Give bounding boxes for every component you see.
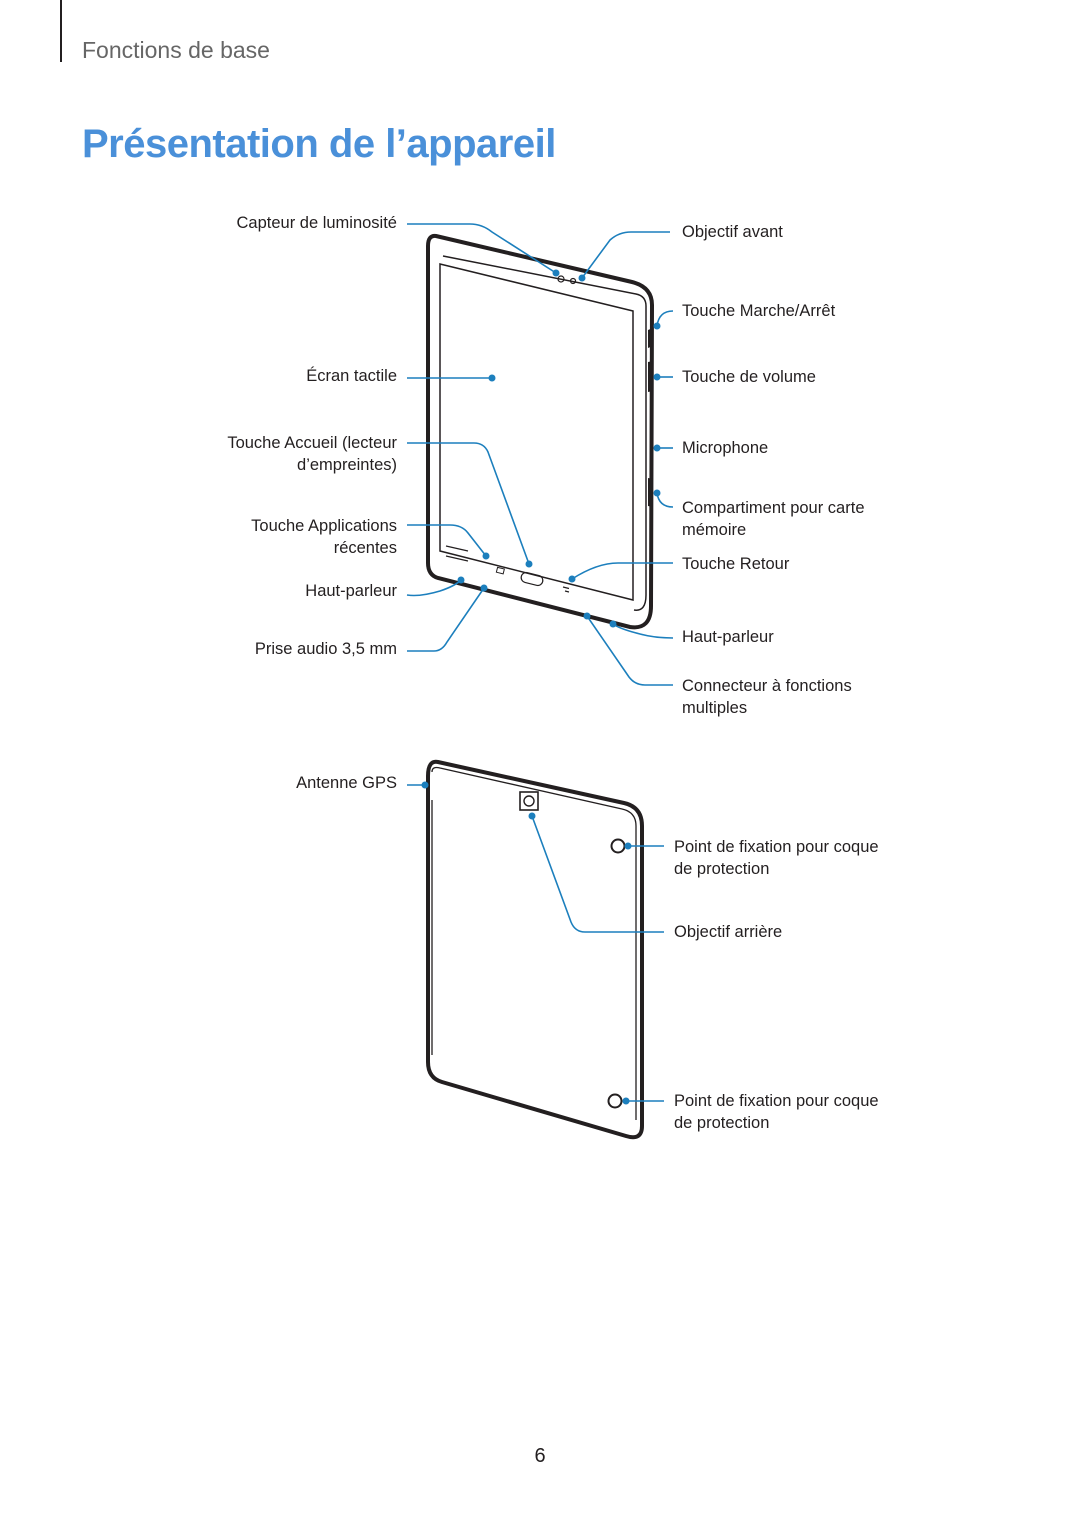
- leader-back-key: [571, 562, 673, 580]
- leader-multipurpose: [586, 615, 673, 686]
- tablet-back-illustration: [426, 759, 644, 1140]
- label-audio-jack: Prise audio 3,5 mm: [254, 640, 397, 658]
- label-multipurpose-jack: Connecteur à fonctions multiples: [682, 677, 852, 717]
- leader-speaker-right: [612, 623, 674, 639]
- leader-recent-apps: [407, 524, 487, 557]
- label-cover-point-top: Point de fixation pour coque de protecti…: [674, 838, 879, 878]
- label-rear-camera: Objectif arrière: [674, 923, 783, 941]
- leader-speaker-left: [406, 579, 462, 597]
- label-light-sensor: Capteur de luminosité: [236, 214, 397, 232]
- page-number: 6: [534, 1445, 546, 1467]
- front-leaders: [406, 223, 674, 686]
- header-rule: [60, 0, 62, 62]
- label-touchscreen: Écran tactile: [306, 367, 397, 385]
- label-home-key: Touche Accueil (lecteur d’empreintes): [227, 434, 397, 474]
- leader-home-key: [407, 442, 530, 565]
- label-front-camera: Objectif avant: [682, 223, 783, 241]
- back-leaders: [407, 781, 664, 1105]
- leader-audio-jack: [407, 587, 485, 652]
- leader-front-camera: [581, 231, 670, 279]
- label-gps-antenna: Antenne GPS: [296, 774, 397, 792]
- label-recent-apps: Touche Applications récentes: [251, 517, 397, 557]
- label-volume-key: Touche de volume: [682, 368, 816, 386]
- section-header: Fonctions de base: [82, 37, 270, 63]
- page-title: Présentation de l’appareil: [82, 122, 556, 166]
- label-speaker-right: Haut-parleur: [682, 628, 774, 646]
- label-cover-point-bottom: Point de fixation pour coque de protecti…: [674, 1092, 879, 1132]
- tablet-front-illustration: [426, 233, 655, 630]
- label-memory-tray: Compartiment pour carte mémoire: [682, 499, 865, 539]
- label-power-key: Touche Marche/Arrêt: [682, 302, 836, 320]
- label-microphone: Microphone: [682, 439, 769, 457]
- leader-rear-camera: [531, 815, 664, 933]
- leader-light-sensor: [407, 223, 557, 274]
- label-speaker-left: Haut-parleur: [305, 582, 397, 600]
- label-back-key: Touche Retour: [682, 555, 790, 573]
